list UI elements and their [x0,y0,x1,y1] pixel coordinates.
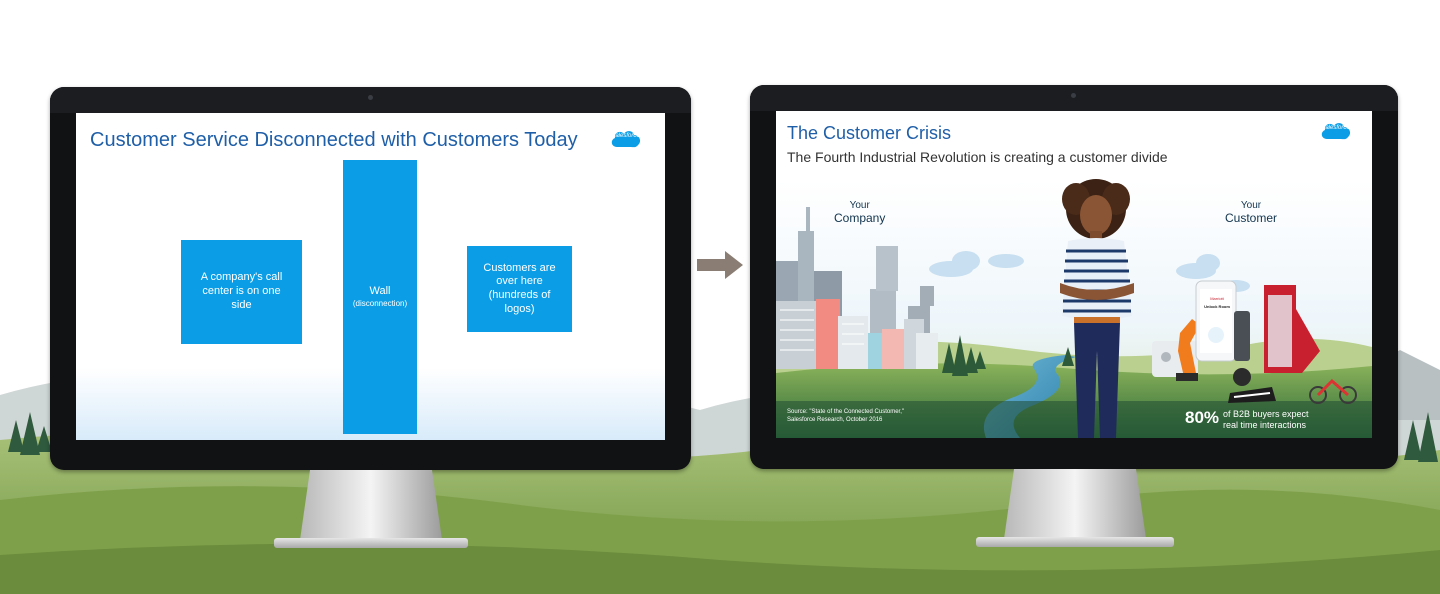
stat-line-1: of B2B buyers expect [1223,409,1309,419]
customers-box-text: Customers are over here (hundreds of log… [483,261,556,315]
left-monitor-stand [300,470,442,540]
salesforce-logo: salesforce [609,127,643,149]
right-slide-subtitle: The Fourth Industrial Revolution is crea… [787,149,1168,165]
stat-line-2: real time interactions [1223,420,1307,431]
connected-devices [1152,280,1357,404]
right-slide[interactable]: The Customer Crisis The Fourth Industria… [776,111,1372,438]
your-company-label: Your Company [834,200,885,225]
right-slide-title: The Customer Crisis [787,123,952,143]
left-monitor-base [274,538,468,548]
customer-divide-illustration [776,179,1372,438]
right-monitor-top-bezel [750,85,1398,111]
source-citation: Source: "State of the Connected Customer… [787,409,904,425]
right-monitor-stand [1004,469,1146,539]
left-slide-title: Customer Service Disconnected with Custo… [90,129,578,151]
left-monitor-camera [368,95,373,100]
wall-box-title: Wall [369,285,391,298]
customers-box: Customers are over here (hundreds of log… [467,246,572,332]
right-monitor-base [976,537,1174,547]
source-line-1: Source: "State of the Connected Customer… [787,409,904,415]
right-monitor-camera [1071,93,1076,98]
cloud-icon [1321,123,1351,140]
your-customer-label-top: Your [1240,200,1262,211]
phone-brand: Marriott [1210,296,1224,301]
cloud-icon [611,131,641,148]
wall-box-subtitle: (disconnection) [352,298,408,308]
left-monitor: Customer Service Disconnected with Custo… [50,87,691,470]
salesforce-logo-text: salesforce [1322,125,1350,131]
right-arrow-icon [697,251,743,279]
stat-value: 80% [1185,408,1220,427]
your-customer-label-bottom: Customer [1225,211,1278,225]
call-center-box: A company's call center is on one side [181,240,302,344]
source-line-2: Salesforce Research, October 2016 [787,416,883,423]
your-company-label-bottom: Company [834,211,886,225]
left-monitor-top-bezel [50,87,691,113]
stat-description: of B2B buyers expect real time interacti… [1223,409,1309,432]
phone-app-text: Unlock Room [1204,304,1230,309]
your-customer-label: Your Customer [1225,200,1277,225]
woman-figure [1060,179,1134,438]
your-company-label-top: Your [849,200,870,211]
salesforce-logo: salesforce [1319,119,1353,141]
right-monitor: The Customer Crisis The Fourth Industria… [750,85,1398,469]
wall-box: Wall (disconnection) [343,160,417,434]
call-center-box-text: A company's call center is on one side [200,271,283,311]
salesforce-logo-text: salesforce [612,133,640,139]
left-slide[interactable]: Customer Service Disconnected with Custo… [76,113,665,440]
